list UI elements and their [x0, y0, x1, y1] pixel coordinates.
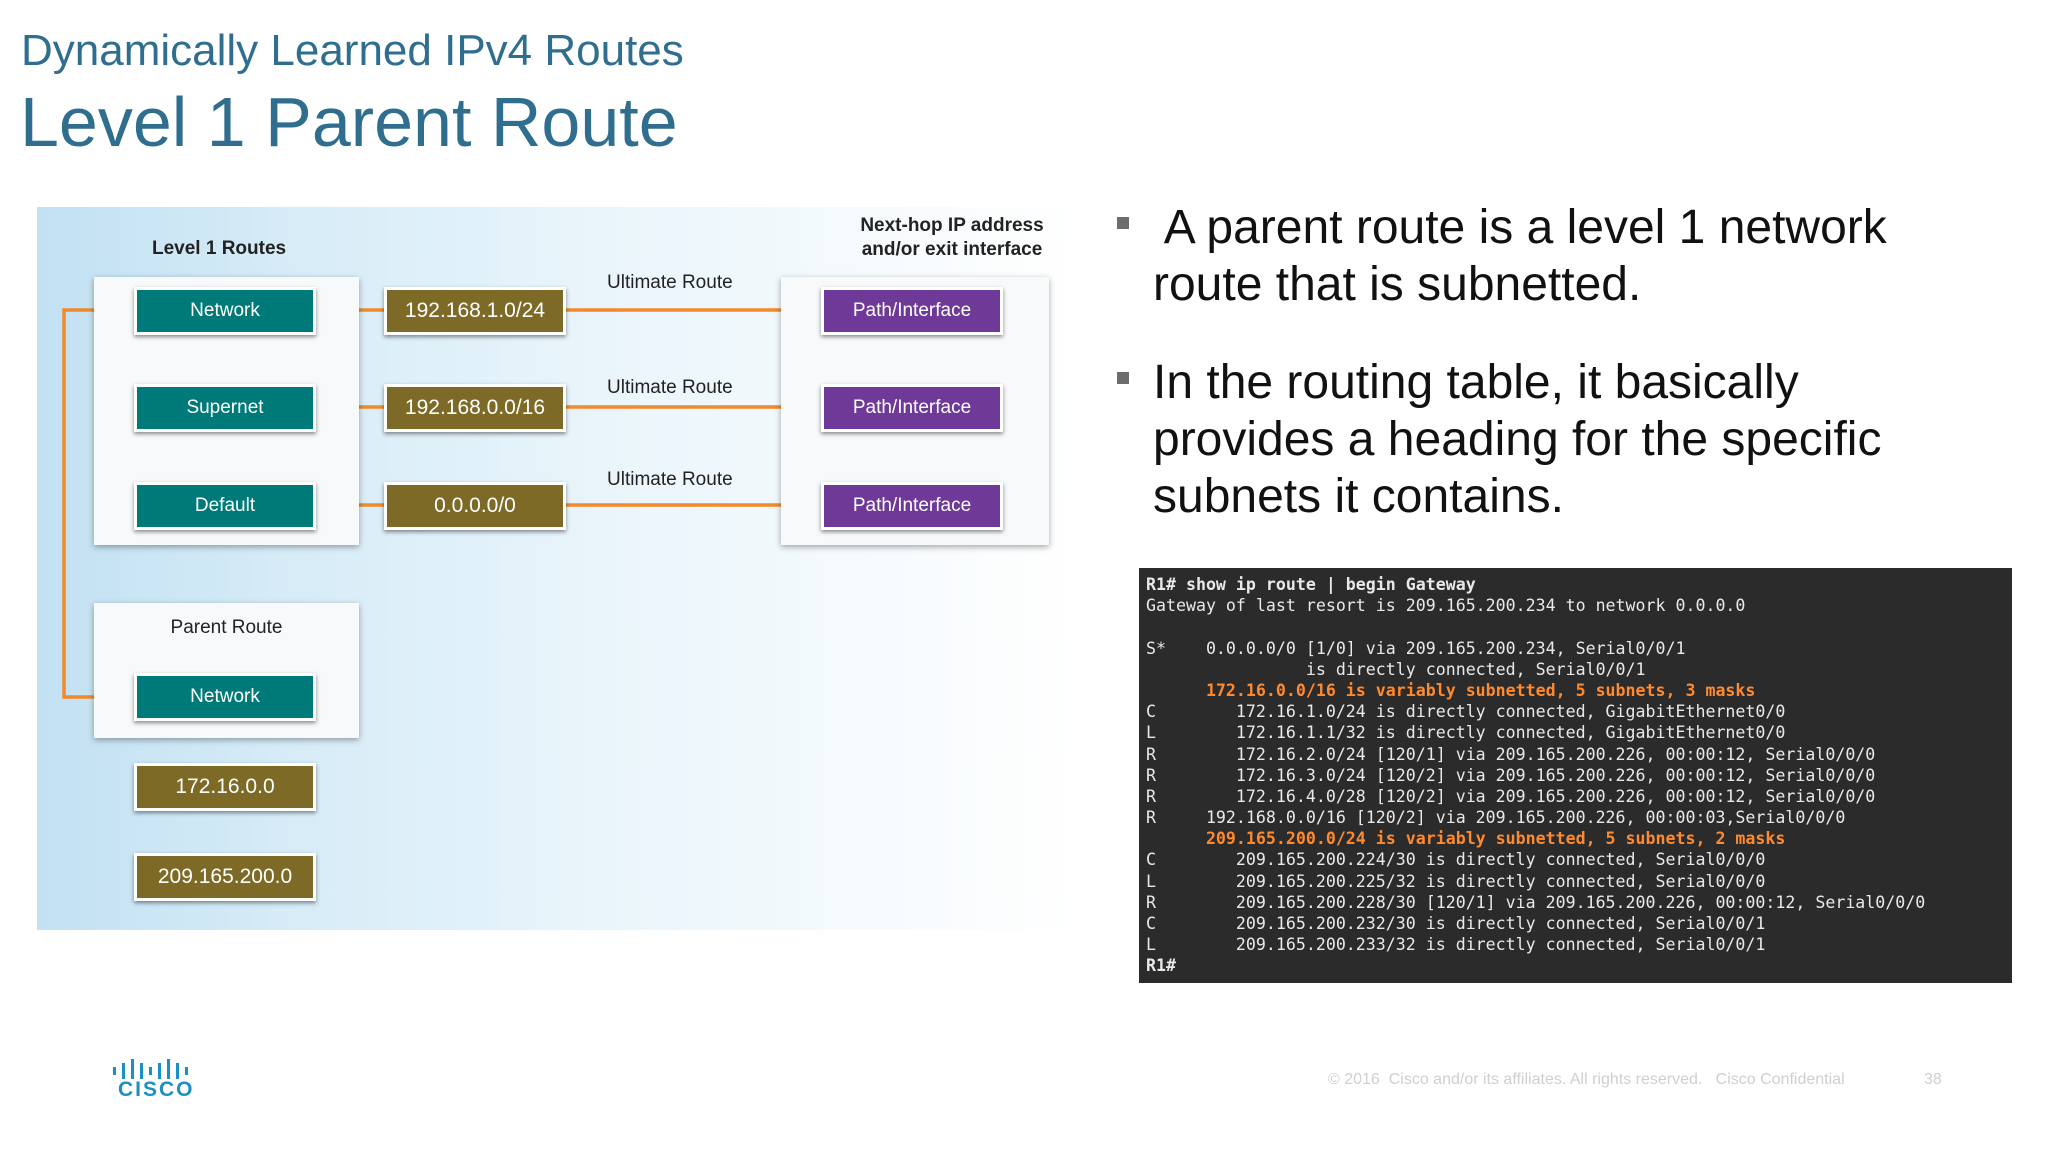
slide-title: Level 1 Parent Route	[20, 83, 678, 161]
terminal-line: Gateway of last resort is 209.165.200.23…	[1146, 596, 1746, 616]
prefix-box-3: 0.0.0.0/0	[384, 482, 566, 530]
terminal-line: C 209.165.200.224/30 is directly connect…	[1146, 850, 1766, 870]
terminal-line: S* 0.0.0.0/0 [1/0] via 209.165.200.234, …	[1146, 638, 1686, 658]
terminal-line: R 192.168.0.0/16 [120/2] via 209.165.200…	[1146, 808, 1846, 828]
bullet-2-line-1: In the routing table, it basically	[1153, 356, 1799, 409]
terminal-line: L 209.165.200.233/32 is directly connect…	[1146, 935, 1766, 955]
bullet-2: In the routing table, it basically provi…	[1117, 354, 2013, 525]
nexthop-label-line2: and/or exit interface	[861, 239, 1043, 260]
prefix-box-1: 192.168.1.0/24	[384, 287, 566, 335]
terminal-line: C 209.165.200.232/30 is directly connect…	[1146, 914, 1766, 933]
bullet-1-line-1: A parent route is a level 1 network	[1153, 201, 1887, 254]
bullet-2-line-2: provides a heading for the specific	[1153, 413, 1882, 466]
terminal-line: L 172.16.1.1/32 is directly connected, G…	[1146, 723, 1786, 743]
page-number: 38	[1924, 1071, 1942, 1088]
terminal-line: R 209.165.200.228/30 [120/1] via 209.165…	[1146, 892, 1926, 912]
parent-prefix-box-2: 209.165.200.0	[134, 853, 316, 901]
bullet-1: A parent route is a level 1 network rout…	[1117, 199, 2013, 313]
terminal-line: R 172.16.3.0/24 [120/2] via 209.165.200.…	[1146, 765, 1876, 785]
terminal-line: R 172.16.2.0/24 [120/1] via 209.165.200.…	[1146, 744, 1876, 764]
route-diagram: Level 1 Routes Next-hop IP address and/o…	[37, 207, 1077, 930]
cisco-logo-icon	[113, 1059, 188, 1079]
supernet-box: Supernet	[134, 384, 316, 432]
terminal-line: L 209.165.200.225/32 is directly connect…	[1146, 871, 1766, 891]
terminal-line: is directly connected, Serial0/0/1	[1146, 659, 1646, 679]
parent-route-label: Parent Route	[170, 617, 283, 638]
slide-subtitle: Dynamically Learned IPv4 Routes	[21, 26, 684, 75]
ultimate-route-label-2: Ultimate Route	[607, 377, 733, 398]
parent-prefix-box-1: 172.16.0.0	[134, 763, 316, 811]
network-box: Network	[134, 287, 316, 335]
exit-box-2: Path/Interface	[821, 384, 1003, 432]
routing-table-terminal: R1# show ip route | begin Gateway Gatewa…	[1139, 568, 2012, 983]
bullet-2-line-3: subnets it contains.	[1153, 470, 1564, 523]
cisco-logo-text: CISCO	[118, 1078, 195, 1101]
ultimate-route-label-1: Ultimate Route	[607, 272, 733, 293]
terminal-line	[1146, 616, 2012, 637]
prefix-box-2: 192.168.0.0/16	[384, 384, 566, 432]
bullet-1-line-2: route that is subnetted.	[1153, 258, 1642, 311]
nexthop-label-line1: Next-hop IP address	[860, 215, 1044, 236]
terminal-command-line: R1# show ip route | begin Gateway	[1146, 575, 1476, 594]
ultimate-route-label-3: Ultimate Route	[607, 469, 733, 490]
terminal-prompt-line: R1#	[1146, 956, 1176, 976]
terminal-line: R 172.16.4.0/28 [120/2] via 209.165.200.…	[1146, 786, 1876, 806]
exit-box-1: Path/Interface	[821, 287, 1003, 335]
bullet-marker	[1117, 217, 1129, 229]
exit-box-3: Path/Interface	[821, 482, 1003, 530]
terminal-parent-route-line: 209.165.200.0/24 is variably subnetted, …	[1146, 829, 1786, 849]
copyright-notice: © 2016 Cisco and/or its affiliates. All …	[1328, 1071, 1845, 1088]
level1-routes-label: Level 1 Routes	[152, 238, 287, 259]
bullet-marker	[1117, 372, 1129, 384]
terminal-parent-route-line: 172.16.0.0/16 is variably subnetted, 5 s…	[1146, 680, 1756, 700]
terminal-line: C 172.16.1.0/24 is directly connected, G…	[1146, 702, 1786, 722]
parent-network-box: Network	[134, 673, 316, 721]
default-box: Default	[134, 482, 316, 530]
